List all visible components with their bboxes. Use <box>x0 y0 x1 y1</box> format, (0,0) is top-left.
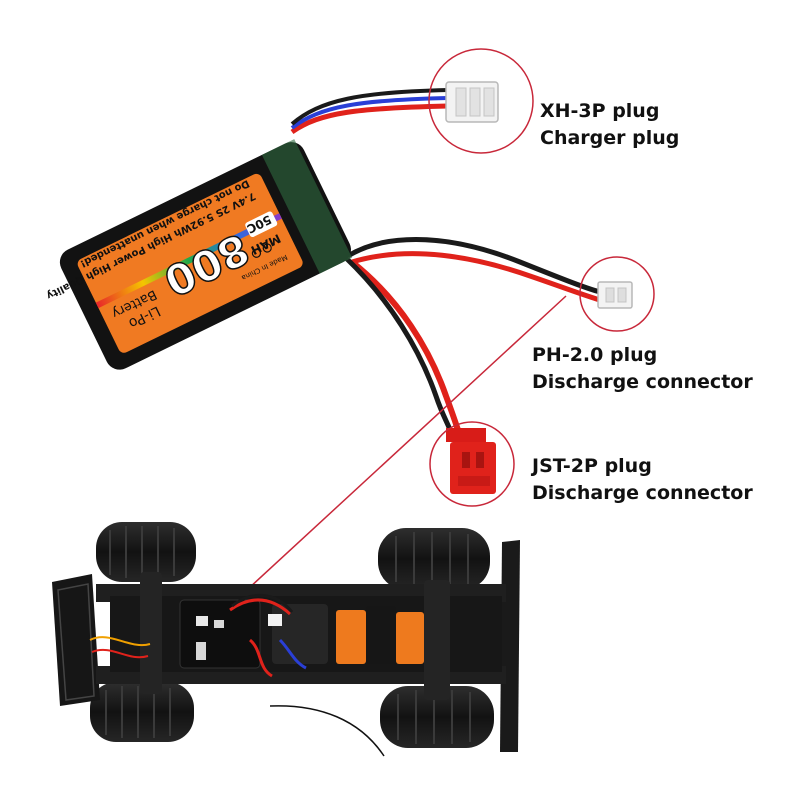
ph-2-label: PH-2.0 plug Discharge connector <box>532 342 753 396</box>
xh-3p-name: XH-3P plug <box>540 100 660 122</box>
ph-callout-circle <box>579 256 655 332</box>
discharge-leads <box>344 237 601 431</box>
xh-callout-circle <box>428 48 534 154</box>
ph-2-name: PH-2.0 plug <box>532 344 658 366</box>
jst-2p-name: JST-2P plug <box>532 455 652 477</box>
rc-car-chassis <box>52 522 520 757</box>
lipo-battery: 800 MAH 50C Li-Po Battery 7.4V 2S 5.92Wh… <box>44 139 353 370</box>
ph-2-role: Discharge connector <box>532 371 753 393</box>
jst-2p-plug <box>446 428 496 494</box>
balance-leads <box>290 88 449 135</box>
jst-callout-circle <box>429 421 515 507</box>
xh-3p-role: Charger plug <box>540 127 680 149</box>
jst-2p-role: Discharge connector <box>532 482 753 504</box>
ph-2-plug <box>597 281 633 309</box>
jst-2p-label: JST-2P plug Discharge connector <box>532 453 753 507</box>
xh-3p-plug <box>445 81 499 123</box>
xh-3p-label: XH-3P plug Charger plug <box>540 98 679 152</box>
